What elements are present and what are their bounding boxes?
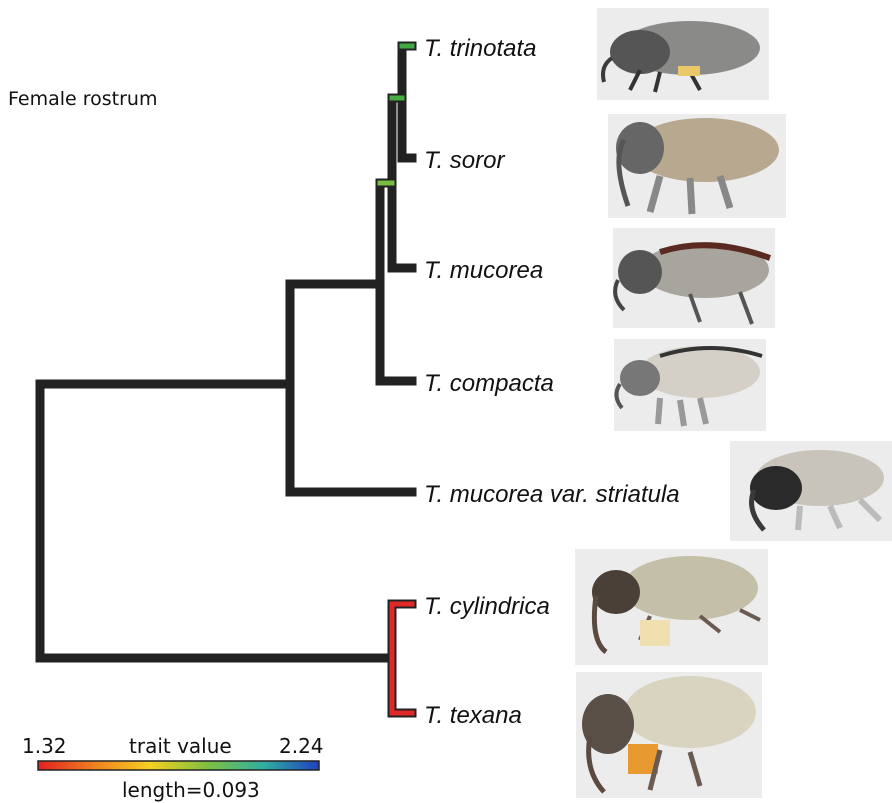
weevil-photo-striatula: [730, 441, 892, 541]
legend-min-label: 1.32: [22, 734, 67, 758]
taxon-label: T. trinotata: [424, 35, 537, 62]
weevil-photo-texana: [576, 672, 762, 798]
taxon-label: T. texana: [424, 702, 522, 729]
weevil-photo-soror: [608, 114, 786, 218]
legend-max-label: 2.24: [279, 734, 324, 758]
weevil-photo-mucorea: [613, 228, 775, 328]
weevil-photo-cylindrica: [575, 549, 768, 665]
taxon-label: T. mucorea var. striatula: [424, 481, 680, 508]
taxon-label: T. cylindrica: [424, 593, 550, 620]
legend-color-bar: [38, 761, 319, 770]
weevil-photo-trinotata: [597, 8, 769, 100]
trait-legend: 1.32 trait value 2.24 length=0.093: [22, 734, 324, 802]
weevil-photo-compacta: [614, 339, 766, 431]
legend-length-label: length=0.093: [122, 778, 260, 802]
taxon-label: T. mucorea: [424, 257, 543, 284]
taxon-label: T. soror: [424, 147, 505, 174]
phylogenetic-tree: [40, 46, 412, 713]
legend-trait-label: trait value: [129, 734, 232, 758]
taxon-label: T. compacta: [424, 370, 554, 397]
